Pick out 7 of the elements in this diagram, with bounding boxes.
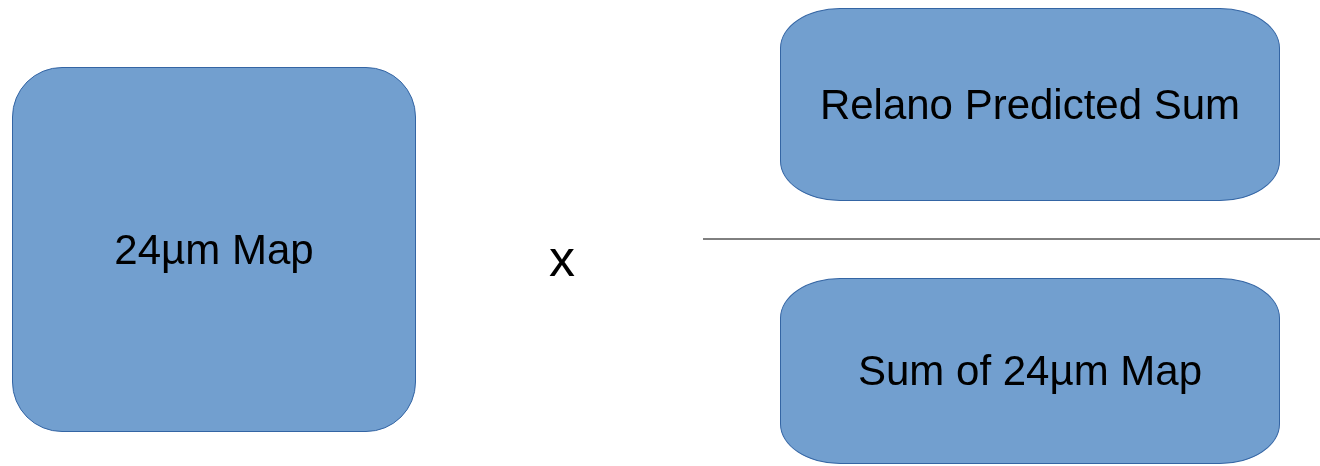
rounded-box: [12, 67, 416, 432]
node-label: 24µm Map: [114, 225, 314, 274]
node-label: Relano Predicted Sum: [819, 80, 1241, 129]
rounded-box: [780, 8, 1280, 201]
rounded-box: [780, 278, 1280, 464]
multiply-sign: x: [549, 228, 575, 288]
node-label: Sum of 24µm Map: [858, 347, 1202, 395]
